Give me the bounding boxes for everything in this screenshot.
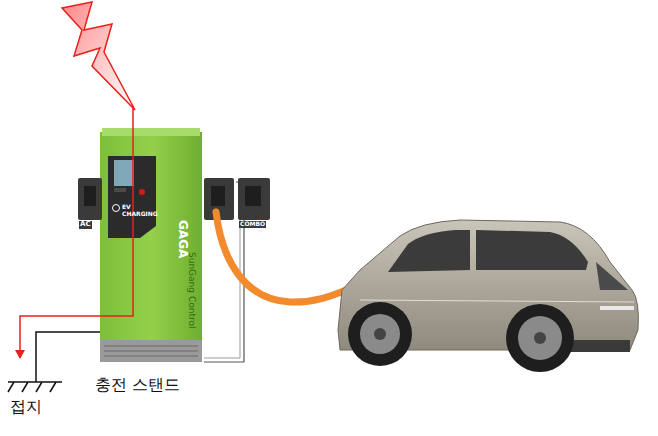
surge-path: [20, 108, 133, 358]
part-name: 접지: [10, 398, 42, 416]
part-name: 충전 스탠드: [95, 376, 180, 394]
combo-holster: [238, 178, 270, 220]
charger-body: [100, 132, 202, 342]
ground-wire: [36, 332, 100, 382]
ground-symbol: [8, 382, 62, 392]
brand-caption: EV CHARGING: [122, 204, 156, 217]
port-label: COMBO: [239, 221, 266, 228]
ac-holster: [78, 178, 102, 220]
lightning-bolt: [62, 2, 135, 110]
screen-panel: [108, 156, 156, 238]
electric-car: [338, 220, 638, 372]
charging-cable: [216, 212, 356, 302]
brand-name: SunGang Control: [186, 252, 196, 328]
port-label: AC: [79, 221, 92, 229]
